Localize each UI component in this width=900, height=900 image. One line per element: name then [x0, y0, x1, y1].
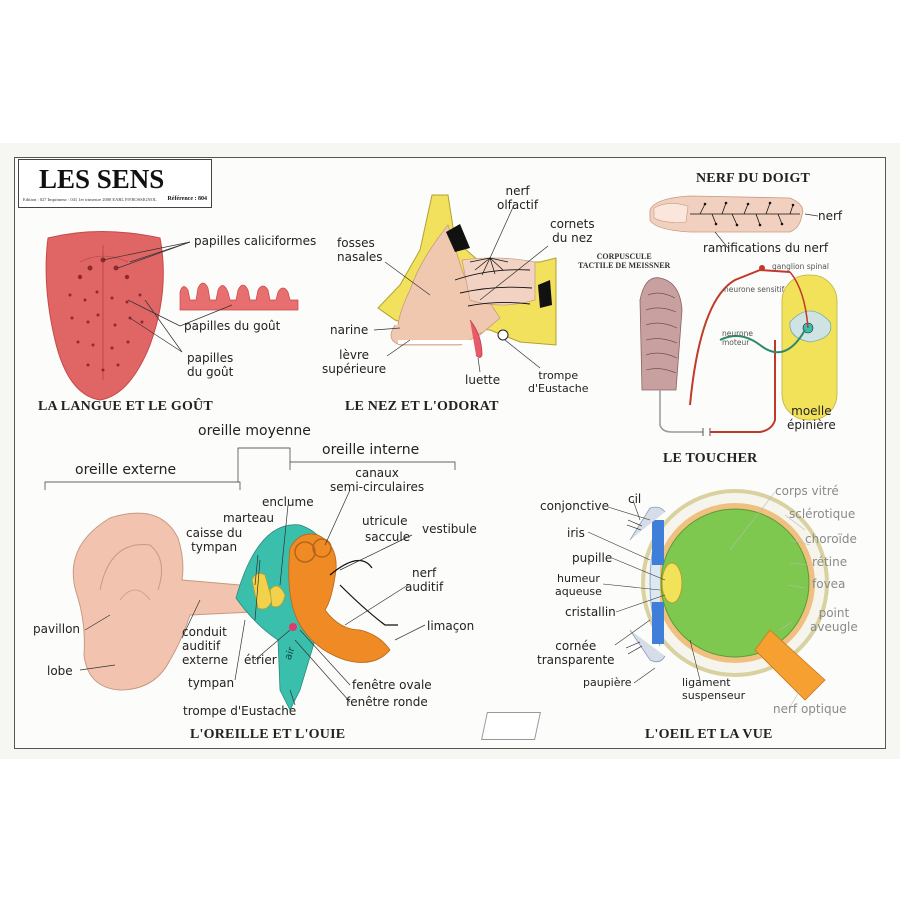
label-utricule: utricule: [362, 514, 408, 528]
label-ligament-suspenseur: ligament suspenseur: [682, 676, 746, 702]
label-moelle-epiniere: moelle épinière: [787, 404, 836, 432]
label-nerf-auditif: nerf auditif: [405, 566, 444, 594]
label-pavillon: pavillon: [33, 622, 81, 636]
eye-illustration: [587, 489, 829, 708]
edition-line: Edition : 027 Imprimeur : 041 1er trimes…: [23, 197, 157, 202]
label-etrier: étrier: [244, 653, 277, 667]
label-nerf-optique: nerf optique: [773, 702, 847, 716]
heading-nerf-du-doigt: NERF DU DOIGT: [696, 171, 811, 186]
label-cornee-transparente: cornée transparente: [537, 639, 615, 667]
label-levre-superieure: lèvre supérieure: [322, 348, 387, 376]
label-cristallin: cristallin: [565, 605, 616, 619]
label-narine: narine: [330, 323, 369, 337]
label-humeur-aqueuse: humeur aqueuse: [555, 572, 602, 598]
label-canaux-semi-circulaires: canaux semi-circulaires: [330, 466, 425, 494]
label-marteau: marteau: [223, 511, 275, 525]
ear-illustration: [44, 447, 456, 711]
reference-number: Référence : 804: [167, 196, 207, 202]
label-papilles-du-gout-2: papilles du goût: [187, 351, 234, 379]
label-vestibule: vestibule: [422, 522, 477, 536]
label-fovea: fovea: [812, 577, 846, 591]
nose-illustration: [373, 194, 557, 373]
label-choroide: choroïde: [805, 532, 857, 546]
label-corps-vitre: corps vitré: [775, 484, 839, 498]
touch-illustration: [639, 195, 838, 436]
label-nerf: nerf: [818, 209, 843, 223]
label-nerf-olfactif: nerf olfactif: [497, 184, 539, 212]
label-point-aveugle: point aveugle: [810, 606, 858, 634]
section-title-nez: LE NEZ ET L'ODORAT: [345, 399, 499, 414]
label-conduit-auditif-externe: conduit auditif externe: [182, 625, 229, 667]
section-title-oreille: L'OREILLE ET L'OUIE: [190, 727, 346, 742]
title-box: LES SENS Edition : 027 Imprimeur : 041 1…: [18, 159, 212, 208]
section-title-toucher: LE TOUCHER: [663, 451, 758, 466]
label-ganglion-spinal: ganglion spinal: [772, 262, 829, 271]
label-caisse-du-tympan: caisse du tympan: [186, 526, 243, 554]
label-papilles-caliciformes: papilles caliciformes: [194, 234, 317, 248]
label-oreille-interne: oreille interne: [322, 442, 420, 458]
label-paupiere: paupière: [583, 676, 632, 689]
label-cil: cil: [628, 492, 642, 506]
label-oreille-externe: oreille externe: [75, 462, 177, 478]
tongue-illustration: [45, 231, 299, 401]
label-fosses-nasales: fosses nasales: [337, 236, 383, 264]
label-ramifications-du-nerf: ramifications du nerf: [703, 241, 829, 255]
label-neurone-sensitif: neurone sensitif: [724, 285, 785, 294]
label-fenetre-ronde: fenêtre ronde: [346, 695, 428, 709]
label-trompe-eustache-oreille: trompe d'Eustache: [183, 704, 297, 718]
label-sclerotique: sclérotique: [789, 507, 856, 521]
label-fenetre-ovale: fenêtre ovale: [352, 678, 432, 692]
label-trompe-eustache-nez: trompe d'Eustache: [528, 369, 589, 395]
publisher-logo: [481, 712, 541, 740]
section-title-oeil: L'OEIL ET LA VUE: [645, 727, 773, 742]
label-saccule: saccule: [365, 530, 411, 544]
section-title-langue: LA LANGUE ET LE GOÛT: [38, 399, 213, 414]
label-neurone-moteur: neurone moteur: [722, 329, 753, 347]
label-limacon: limaçon: [427, 619, 475, 633]
label-corpuscule-meissner: CORPUSCULE TACTILE DE MEISSNER: [578, 252, 671, 271]
label-enclume: enclume: [262, 495, 314, 509]
label-conjonctive: conjonctive: [540, 499, 609, 513]
label-retine: rétine: [812, 555, 848, 569]
label-lobe: lobe: [47, 664, 73, 678]
label-oreille-moyenne: oreille moyenne: [198, 423, 311, 439]
label-cornets-du-nez: cornets du nez: [550, 217, 595, 245]
label-papilles-du-gout-1: papilles du goût: [184, 319, 281, 333]
label-luette: luette: [465, 373, 501, 387]
label-pupille: pupille: [572, 551, 613, 565]
page-title: LES SENS: [39, 164, 165, 194]
label-tympan: tympan: [188, 676, 235, 690]
label-iris: iris: [567, 526, 585, 540]
